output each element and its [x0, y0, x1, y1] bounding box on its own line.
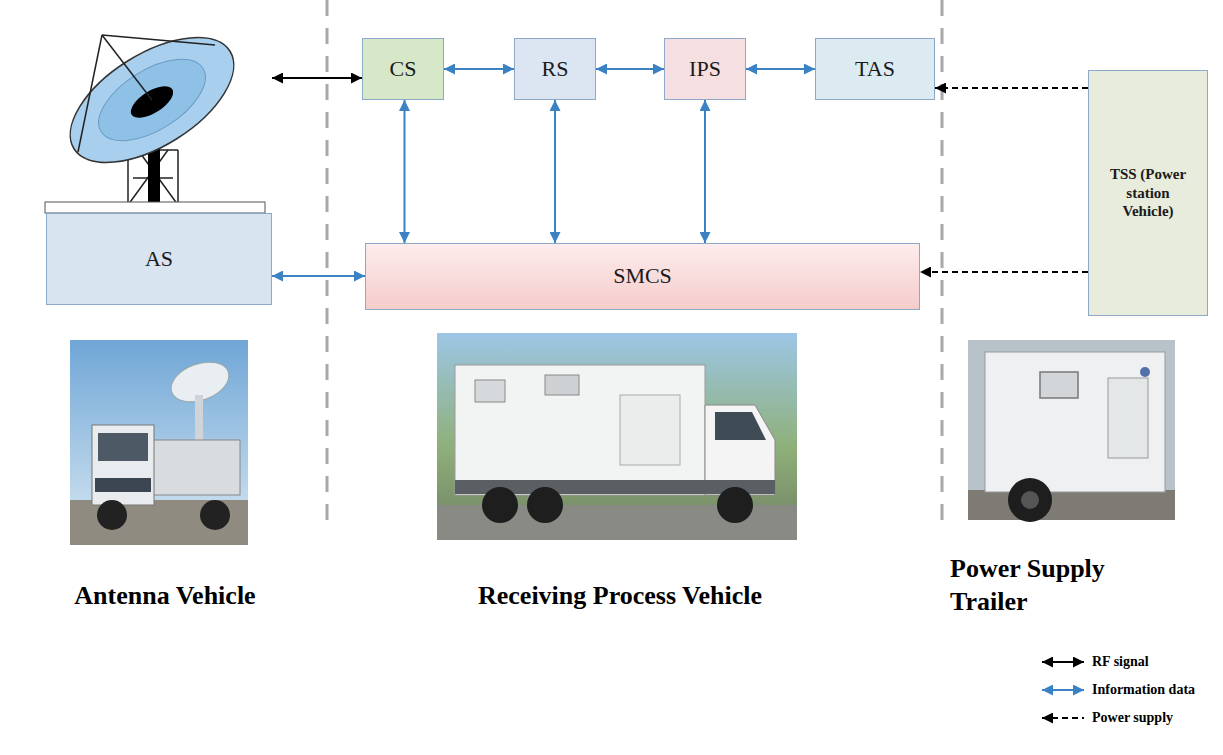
antenna-vehicle-photo: [70, 340, 248, 545]
power-trailer-photo: [968, 490, 1175, 520]
power-trailer-photo: [1040, 372, 1078, 398]
receiving-vehicle-photo: [455, 365, 705, 495]
antenna-vehicle-photo: [200, 500, 230, 530]
connector-arrow: [704, 100, 706, 243]
legend-line: [1042, 717, 1084, 719]
power-trailer-photo: [1140, 367, 1150, 377]
receiving-vehicle-photo: [437, 333, 797, 540]
antenna-system-box: AS: [46, 213, 272, 305]
antenna-dish: [45, 202, 265, 213]
antenna-dish: [177, 150, 179, 205]
legend-item: RF signal: [1040, 648, 1195, 676]
vehicle-label-text: Receiving Process Vehicle: [478, 581, 762, 610]
antenna-dish: [45, 12, 265, 213]
connector-arrow: [935, 87, 1088, 89]
connector-arrow: [596, 68, 664, 70]
process-box: RS: [514, 38, 596, 100]
connector-arrow: [554, 100, 556, 243]
connector-arrow: [404, 100, 406, 243]
antenna-vehicle-photo: [70, 500, 248, 545]
antenna-vehicle-photo: [98, 433, 148, 461]
receiving-vehicle-photo: [527, 487, 563, 523]
antenna-dish: [78, 35, 102, 152]
vehicle-label: Receiving Process Vehicle: [360, 580, 880, 613]
legend-sample: [1040, 683, 1086, 697]
legend-line: [1042, 661, 1084, 663]
antenna-dish: [102, 35, 215, 45]
receiving-vehicle-photo: [620, 395, 680, 465]
antenna-vehicle-photo: [140, 440, 240, 495]
node-label: TAS: [855, 57, 895, 81]
vehicle-label: Power Supply Trailer: [950, 553, 1175, 618]
legend-text: RF signal: [1092, 654, 1149, 670]
node-label: AS: [145, 247, 173, 271]
process-box: CS: [362, 38, 444, 100]
node-label: CS: [390, 57, 417, 81]
antenna-vehicle-photo: [97, 500, 127, 530]
power-trailer-photo: [1108, 378, 1148, 458]
legend: RF signalInformation dataPower supply: [1040, 648, 1195, 732]
legend-sample: [1040, 655, 1086, 669]
antenna-vehicle-photo: [70, 340, 248, 545]
power-trailer-photo: [1008, 478, 1052, 522]
node-label: RS: [542, 57, 569, 81]
power-trailer-photo: [1021, 491, 1039, 509]
separator-line: [941, 0, 944, 525]
process-box: IPS: [664, 38, 746, 100]
legend-text: Information data: [1092, 682, 1195, 698]
vehicle-label-text: Power Supply Trailer: [950, 554, 1105, 616]
legend-text: Power supply: [1092, 710, 1173, 726]
connector-arrow: [444, 68, 514, 70]
legend-line: [1042, 689, 1084, 691]
node-label: SMCS: [613, 264, 672, 288]
receiving-vehicle-photo: [715, 412, 766, 440]
connector-arrow: [272, 275, 365, 277]
antenna-dish: [50, 12, 255, 188]
receiving-vehicle-photo: [437, 333, 797, 540]
power-trailer-photo: [985, 352, 1165, 492]
vehicle-label: Antenna Vehicle: [0, 580, 330, 613]
antenna-vehicle-photo: [95, 478, 151, 492]
antenna-vehicle-photo: [92, 425, 154, 505]
node-label: TSS (Power station Vehicle): [1108, 165, 1188, 221]
receiving-vehicle-photo: [545, 375, 579, 395]
legend-item: Power supply: [1040, 704, 1195, 732]
vehicle-label-text: Antenna Vehicle: [74, 581, 255, 610]
connector-arrow: [272, 77, 362, 79]
monitor-control-box: SMCS: [365, 243, 920, 310]
separator-line: [327, 0, 942, 525]
legend-sample: [1040, 711, 1086, 725]
connector-arrow: [920, 271, 1088, 273]
receiving-vehicle-photo: [482, 487, 518, 523]
node-label: IPS: [689, 57, 721, 81]
receiving-vehicle-photo: [475, 380, 505, 402]
power-trailer-photo: [968, 340, 1175, 520]
connector-arrow: [746, 68, 815, 70]
process-box: TAS: [815, 38, 935, 100]
power-station-box: TSS (Power station Vehicle): [1088, 70, 1208, 316]
antenna-dish: [102, 35, 152, 100]
receiving-vehicle-photo: [717, 487, 753, 523]
legend-item: Information data: [1040, 676, 1195, 704]
power-trailer-photo: [968, 340, 1175, 522]
antenna-dish: [126, 80, 178, 124]
